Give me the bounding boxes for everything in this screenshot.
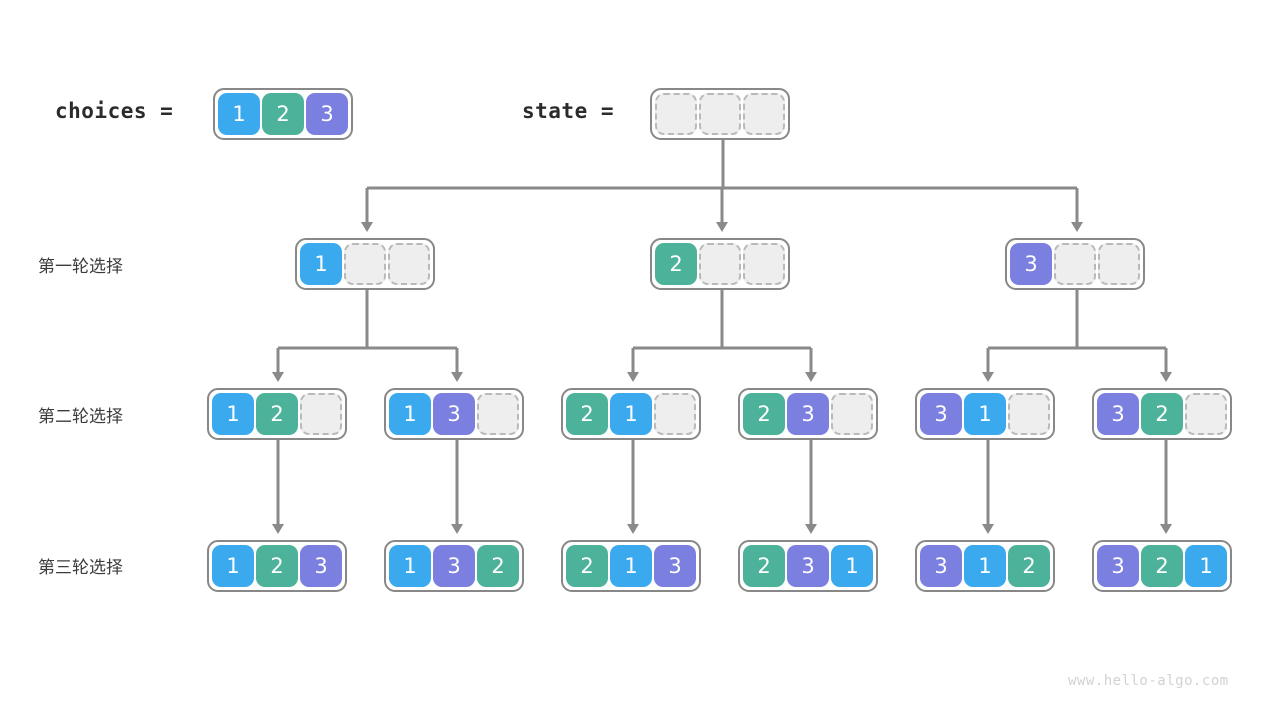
array-cell-value: 1 [389,393,431,435]
choices-label: choices = [55,99,174,123]
array-cell-value: 2 [256,545,298,587]
array-cell-value: 2 [566,545,608,587]
state-array [650,88,790,140]
array-cell-value: 2 [743,393,785,435]
array-cell-value: 1 [212,545,254,587]
array-cell-value: 3 [920,545,962,587]
watermark: www.hello-algo.com [1068,673,1229,689]
array-cell-value: 1 [218,93,260,135]
array-cell-value: 3 [920,393,962,435]
array-cell-value: 3 [787,393,829,435]
array-cell-value: 2 [262,93,304,135]
array-cell-value: 2 [743,545,785,587]
array-cell-empty [1098,243,1140,285]
array-cell-value: 1 [964,393,1006,435]
array-cell-value: 2 [655,243,697,285]
array-cell-value: 3 [1097,393,1139,435]
state-node-r1-c1: 1 [295,238,435,290]
array-cell-value: 1 [610,545,652,587]
array-cell-value: 3 [1010,243,1052,285]
array-cell-value: 2 [1008,545,1050,587]
array-cell-value: 2 [1141,545,1183,587]
array-cell-empty [654,393,696,435]
array-cell-value: 3 [787,545,829,587]
array-cell-value: 3 [433,393,475,435]
array-cell-empty [344,243,386,285]
array-cell-value: 1 [389,545,431,587]
state-node-r1-c2: 2 [650,238,790,290]
array-cell-empty [300,393,342,435]
array-cell-empty [1008,393,1050,435]
array-cell-empty [655,93,697,135]
array-cell-value: 2 [256,393,298,435]
state-label: state = [522,99,615,123]
array-cell-value: 3 [433,545,475,587]
array-cell-empty [743,93,785,135]
array-cell-empty [699,243,741,285]
array-cell-empty [743,243,785,285]
array-cell-value: 1 [1185,545,1227,587]
array-cell-value: 3 [300,545,342,587]
array-cell-empty [477,393,519,435]
array-cell-value: 3 [306,93,348,135]
array-cell-value: 1 [964,545,1006,587]
row-label-1: 第一轮选择 [38,257,123,277]
row-label-3: 第三轮选择 [38,558,123,578]
array-cell-value: 1 [300,243,342,285]
array-cell-value: 2 [566,393,608,435]
array-cell-value: 2 [477,545,519,587]
state-node-r1-c3: 3 [1005,238,1145,290]
array-cell-empty [388,243,430,285]
array-cell-empty [1054,243,1096,285]
array-cell-value: 3 [654,545,696,587]
array-cell-value: 3 [1097,545,1139,587]
array-cell-value: 1 [212,393,254,435]
array-cell-empty [831,393,873,435]
array-cell-value: 1 [831,545,873,587]
array-cell-value: 1 [610,393,652,435]
array-cell-value: 2 [1141,393,1183,435]
array-cell-empty [1185,393,1227,435]
array-cell-empty [699,93,741,135]
row-label-2: 第二轮选择 [38,407,123,427]
